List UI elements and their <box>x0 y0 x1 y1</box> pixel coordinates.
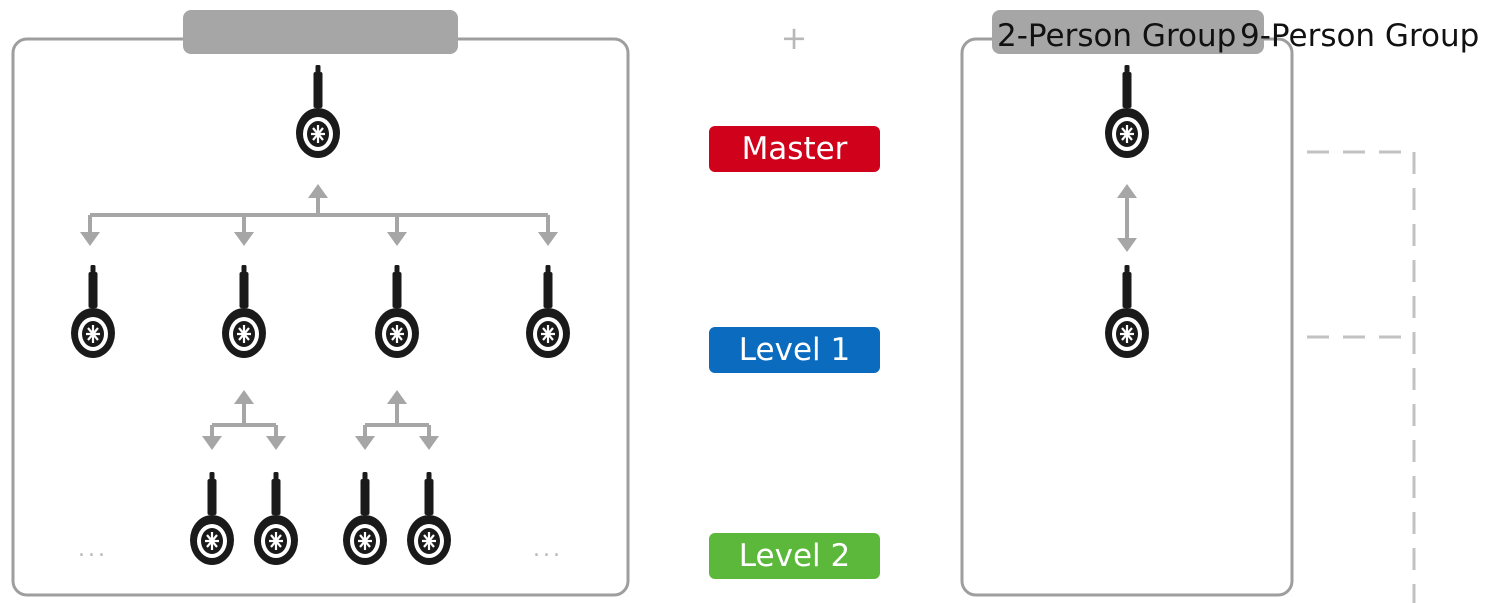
arrow-up-icon <box>1117 184 1137 198</box>
right-group-header-bar <box>992 10 1264 54</box>
master-device-icon <box>1103 63 1151 160</box>
level2-device-icon <box>341 470 389 567</box>
ellipsis-left: ... <box>78 537 108 562</box>
arrow-down-icon <box>419 436 439 450</box>
arrow-down-icon <box>538 232 558 246</box>
arrow-down-icon <box>234 232 254 246</box>
nine-person-dashed-bracket <box>1307 150 1416 603</box>
master-device-icon <box>294 63 342 160</box>
left-group-header-bar <box>183 10 458 54</box>
legend-master-badge: Master <box>709 126 880 172</box>
arrow-down-icon <box>387 232 407 246</box>
level2-device-icon <box>188 470 236 567</box>
level1-device-icon <box>524 263 572 360</box>
tree-connector-level2 <box>210 404 431 436</box>
arrow-down-icon <box>355 436 375 450</box>
level1-device-icon <box>69 263 117 360</box>
two-person-group-label: 2-Person Group <box>997 18 1237 54</box>
ellipsis-right: ... <box>533 537 563 562</box>
arrow-down-icon <box>80 232 100 246</box>
level2-device-icon <box>405 470 453 567</box>
level1-device-icon <box>373 263 421 360</box>
arrow-up-icon <box>308 184 328 198</box>
legend-level1-badge: Level 1 <box>709 327 880 373</box>
level2-device-icon <box>252 470 300 567</box>
level1-device-icon <box>220 263 268 360</box>
arrow-down-icon <box>202 436 222 450</box>
arrow-down-icon <box>1117 238 1137 252</box>
nine-person-group-label: 9-Person Group <box>1240 18 1480 54</box>
plus-icon: + <box>780 19 808 57</box>
arrow-up-icon <box>234 390 254 404</box>
arrow-up-icon <box>387 390 407 404</box>
legend-level2-badge: Level 2 <box>709 533 880 579</box>
tree-connector-level1 <box>88 196 550 232</box>
arrow-down-icon <box>266 436 286 450</box>
level1-device-icon <box>1103 263 1151 360</box>
